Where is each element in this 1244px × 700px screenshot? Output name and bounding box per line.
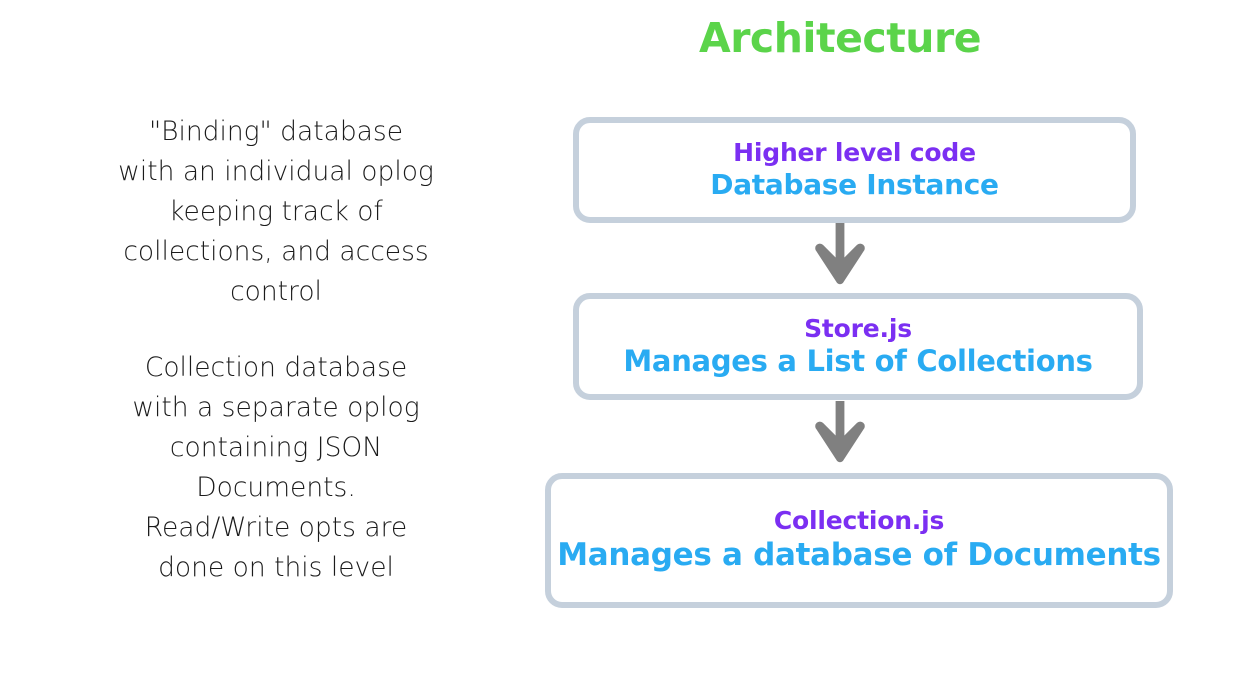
- diagram-node-collection-js[interactable]: Collection.js Manages a database of Docu…: [545, 473, 1173, 608]
- node-subtitle: Manages a database of Documents: [557, 536, 1161, 573]
- binding-database-note: "Binding" database with an individual op…: [118, 116, 434, 307]
- arrow-down-icon: [812, 223, 868, 285]
- node-subtitle: Manages a List of Collections: [623, 344, 1093, 379]
- notes-column: "Binding" database with an individual op…: [76, 112, 476, 588]
- node-title: Store.js: [804, 313, 912, 343]
- node-title: Collection.js: [773, 506, 945, 536]
- architecture-flow-diagram: Higher level code Database Instance Stor…: [520, 105, 1200, 625]
- diagram-node-store-js[interactable]: Store.js Manages a List of Collections: [573, 293, 1143, 400]
- arrow-down-icon: [812, 401, 868, 463]
- node-subtitle: Database Instance: [710, 168, 999, 202]
- collection-database-note: Collection database with a separate oplo…: [132, 352, 420, 583]
- page-title: Architecture: [698, 14, 982, 62]
- diagram-node-higher-level-code[interactable]: Higher level code Database Instance: [573, 117, 1136, 223]
- node-title: Higher level code: [733, 137, 976, 167]
